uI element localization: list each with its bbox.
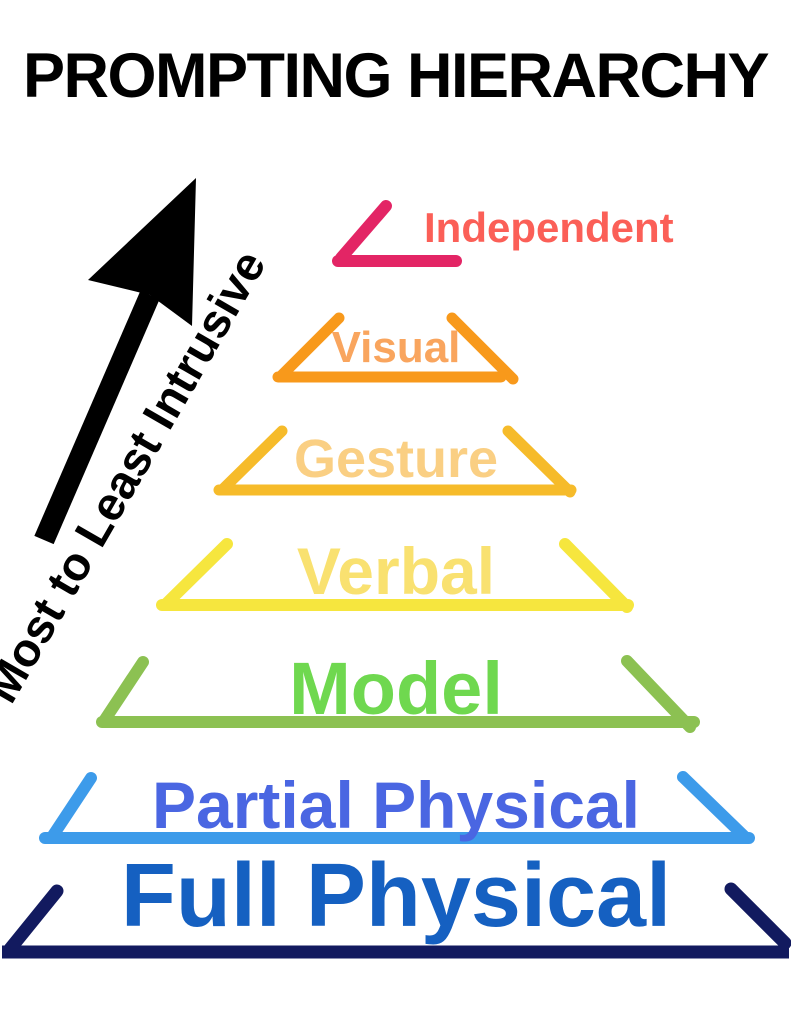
level-independent-outline — [332, 200, 462, 267]
level-gesture-label: Gesture — [293, 429, 499, 489]
level-independent-label: Independent — [424, 204, 674, 251]
level-visual-outline — [272, 312, 519, 385]
level-partial-physical-outline — [39, 771, 755, 844]
level-gesture-outline — [213, 425, 577, 498]
level-model-outline — [96, 655, 700, 733]
level-model-label: Model — [289, 647, 503, 730]
page-title: PROMPTING HIERARCHY — [22, 41, 770, 111]
level-verbal-outline — [156, 538, 634, 613]
up-arrow-icon — [34, 178, 196, 545]
level-full-physical-outline — [2, 882, 791, 959]
level-verbal-label: Verbal — [296, 534, 496, 608]
level-full-physical-label: Full Physical — [120, 846, 672, 946]
level-partial-physical-label: Partial Physical — [152, 768, 640, 842]
level-visual-label: Visual — [331, 323, 461, 372]
